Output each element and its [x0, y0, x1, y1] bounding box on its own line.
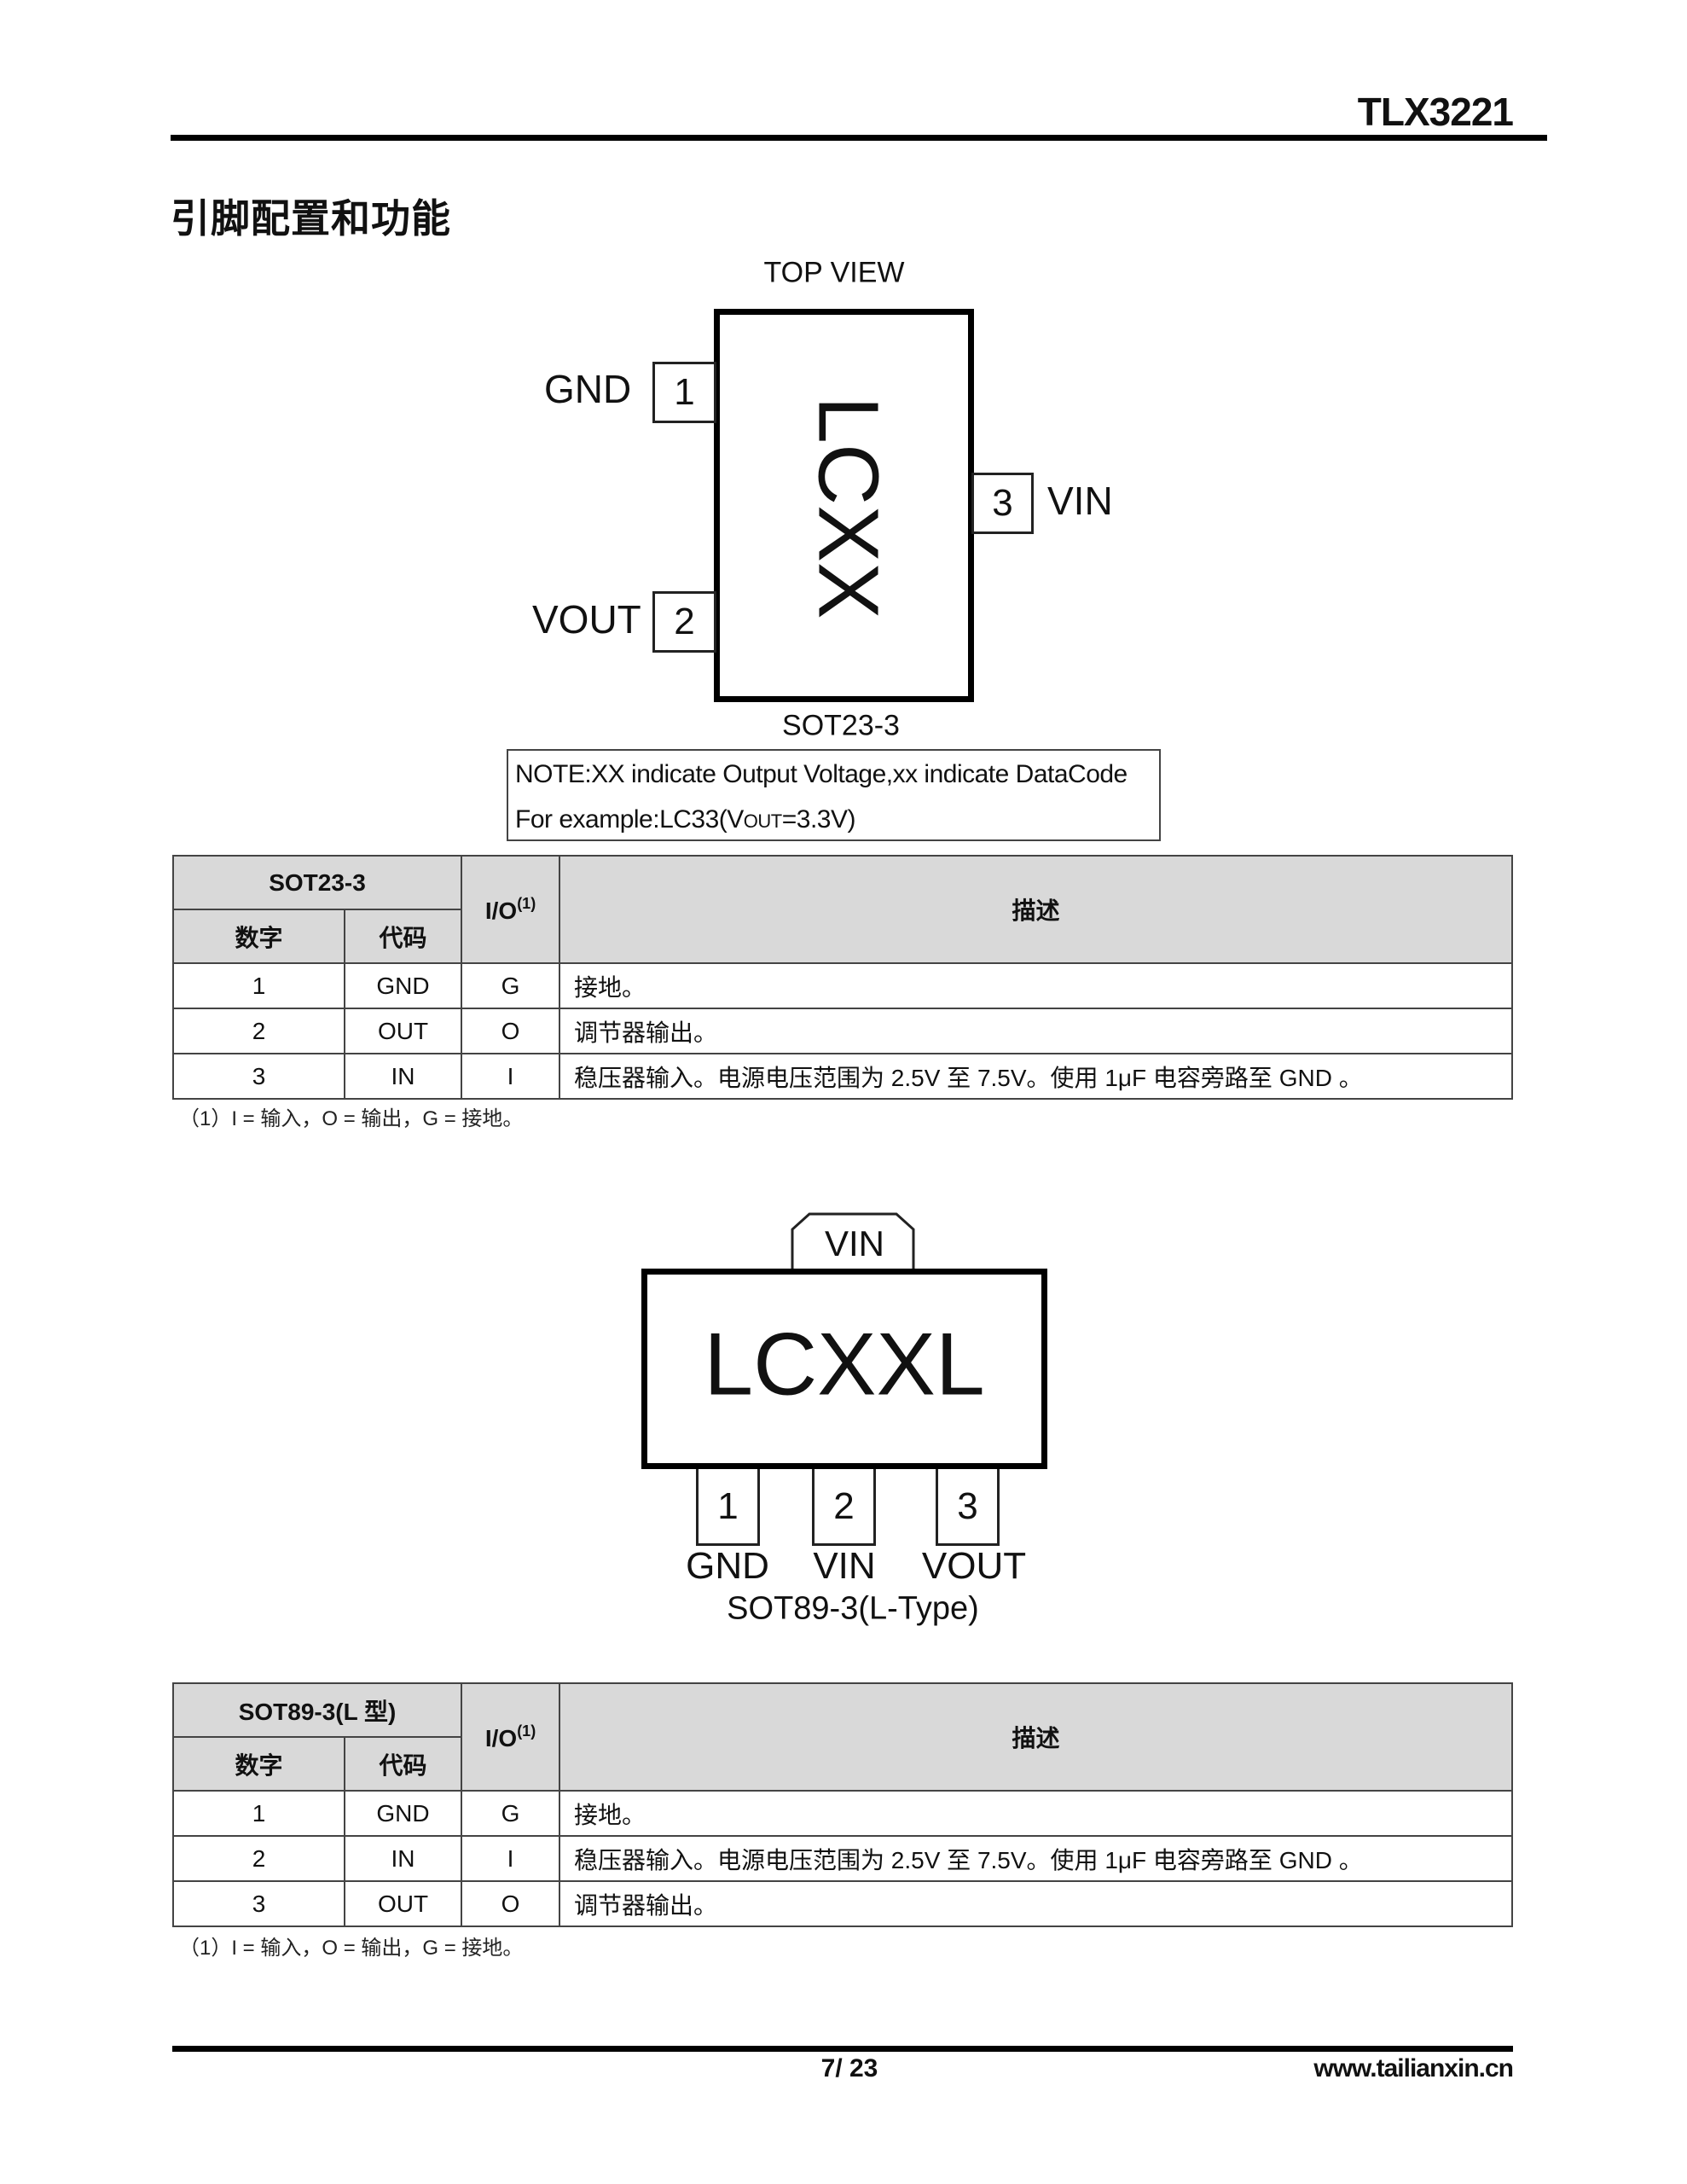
pin-number: 3	[992, 482, 1013, 524]
table-package-header: SOT89-3(L 型)	[171, 1682, 463, 1738]
pin-desc-cell: 接地。	[559, 962, 1513, 1009]
section-title: 引脚配置和功能	[171, 196, 451, 241]
pin-code-cell: GND	[343, 962, 463, 1009]
sot23-pin-1-label: GND	[544, 367, 632, 411]
pin-io-cell: O	[461, 1008, 561, 1054]
sot23-pin-2-label: VOUT	[532, 597, 641, 642]
pin-number-cell: 3	[172, 1053, 345, 1100]
table-row: 3 IN I 稳压器输入。电源电压范围为 2.5V 至 7.5V。使用 1μF …	[172, 1053, 1513, 1100]
table2-footnote: （1）I = 输入，O = 输出，G = 接地。	[179, 1937, 524, 1960]
sot23-package-body	[714, 309, 974, 702]
sot23-pin-1: 1	[652, 362, 716, 423]
header-rule	[171, 135, 1547, 141]
table-row: 1 GND G 接地。	[172, 1790, 1513, 1837]
page-number: 7/ 23	[820, 2054, 878, 2082]
website-link[interactable]: www.tailianxin.cn	[1313, 2054, 1514, 2082]
pin-number-cell: 1	[172, 1790, 345, 1837]
table-io-header: I/O(1)	[461, 1682, 561, 1792]
note-line-2-prefix: For example:LC33(V	[515, 805, 744, 834]
table-row: 2 IN I 稳压器输入。电源电压范围为 2.5V 至 7.5V。使用 1μF …	[172, 1835, 1513, 1882]
sot23-marking: LCXX	[800, 396, 896, 619]
pin-desc-cell: 调节器输出。	[559, 1880, 1513, 1927]
sot89-package-body	[641, 1269, 1047, 1469]
table-row: 1 GND G 接地。	[172, 962, 1513, 1009]
pin-io-cell: G	[461, 1790, 561, 1837]
sot89-package-label: SOT89-3(L-Type)	[727, 1590, 979, 1627]
sot89-pin-2: 2	[812, 1469, 876, 1546]
pin-number-cell: 1	[172, 962, 345, 1009]
note-line-2-suffix: =3.3V)	[781, 805, 856, 834]
sot23-package-label: SOT23-3	[782, 709, 900, 742]
table-code-header: 代码	[343, 1736, 463, 1792]
sot89-pin-3-label: VOUT	[921, 1545, 1027, 1587]
table-row: 3 OUT O 调节器输出。	[172, 1880, 1513, 1927]
pin-io-cell: I	[461, 1835, 561, 1882]
pin-code-cell: IN	[343, 1053, 463, 1100]
sot89-pin-3: 3	[936, 1469, 1000, 1546]
top-view-label: TOP VIEW	[763, 256, 905, 289]
table-package-header: SOT23-3	[171, 855, 463, 910]
table-desc-header: 描述	[559, 855, 1513, 964]
pin-number-cell: 2	[172, 1835, 345, 1882]
pin-desc-cell: 接地。	[559, 1790, 1513, 1837]
sot89-pin-1-label: GND	[686, 1545, 769, 1587]
pin-code-cell: OUT	[343, 1008, 463, 1054]
table1-footnote: （1）I = 输入，O = 输出，G = 接地。	[179, 1107, 524, 1130]
pin-number: 3	[957, 1484, 978, 1527]
pin-number: 1	[674, 371, 695, 413]
marking-note-box: NOTE:XX indicate Output Voltage,xx indic…	[507, 749, 1161, 841]
pin-desc-cell: 调节器输出。	[559, 1008, 1513, 1054]
sot89-pin-1: 1	[696, 1469, 760, 1546]
pin-desc-cell: 稳压器输入。电源电压范围为 2.5V 至 7.5V。使用 1μF 电容旁路至 G…	[559, 1835, 1513, 1882]
table-number-header: 数字	[172, 1736, 345, 1792]
io-footnote-ref: (1)	[517, 894, 536, 912]
document-part-number: TLX3221	[1357, 90, 1514, 134]
io-header-text: I/O	[484, 897, 518, 924]
sot89-marking: LCXXL	[704, 1315, 985, 1414]
pin-number-cell: 3	[172, 1880, 345, 1927]
sot89-tab-label: VIN	[824, 1223, 885, 1263]
note-line-1: NOTE:XX indicate Output Voltage,xx indic…	[515, 760, 1128, 788]
note-line-2: For example:LC33(VOUT=3.3V)	[515, 796, 1159, 841]
table-code-header: 代码	[343, 909, 463, 964]
pin-code-cell: IN	[343, 1835, 463, 1882]
sot23-pin-2: 2	[652, 591, 716, 653]
table-row: 2 OUT O 调节器输出。	[172, 1008, 1513, 1054]
note-line-2-subscript: OUT	[743, 810, 782, 832]
pin-number: 2	[833, 1484, 855, 1527]
pin-code-cell: OUT	[343, 1880, 463, 1927]
io-footnote-ref: (1)	[517, 1722, 536, 1740]
pin-code-cell: GND	[343, 1790, 463, 1837]
pin-io-cell: I	[461, 1053, 561, 1100]
io-header-text: I/O	[484, 1724, 518, 1751]
table-desc-header: 描述	[559, 1682, 1513, 1792]
pin-io-cell: G	[461, 962, 561, 1009]
pin-number-cell: 2	[172, 1008, 345, 1054]
sot89-tab	[791, 1212, 915, 1272]
footer-rule	[172, 2046, 1513, 2052]
pin-io-cell: O	[461, 1880, 561, 1927]
pin-number: 1	[717, 1484, 739, 1527]
sot23-pin-3-label: VIN	[1047, 479, 1113, 523]
pin-number: 2	[674, 601, 695, 642]
table-io-header: I/O(1)	[461, 855, 561, 964]
sot89-pin-table: SOT89-3(L 型) I/O(1) 描述 数字 代码 1 GND G 接地。…	[171, 1682, 1513, 1927]
pin-desc-cell: 稳压器输入。电源电压范围为 2.5V 至 7.5V。使用 1μF 电容旁路至 G…	[559, 1053, 1513, 1100]
table-number-header: 数字	[172, 909, 345, 964]
sot89-pin-2-label: VIN	[813, 1545, 876, 1587]
sot23-pin-3: 3	[971, 473, 1034, 534]
sot23-pin-table: SOT23-3 I/O(1) 描述 数字 代码 1 GND G 接地。 2 OU…	[171, 855, 1513, 1100]
